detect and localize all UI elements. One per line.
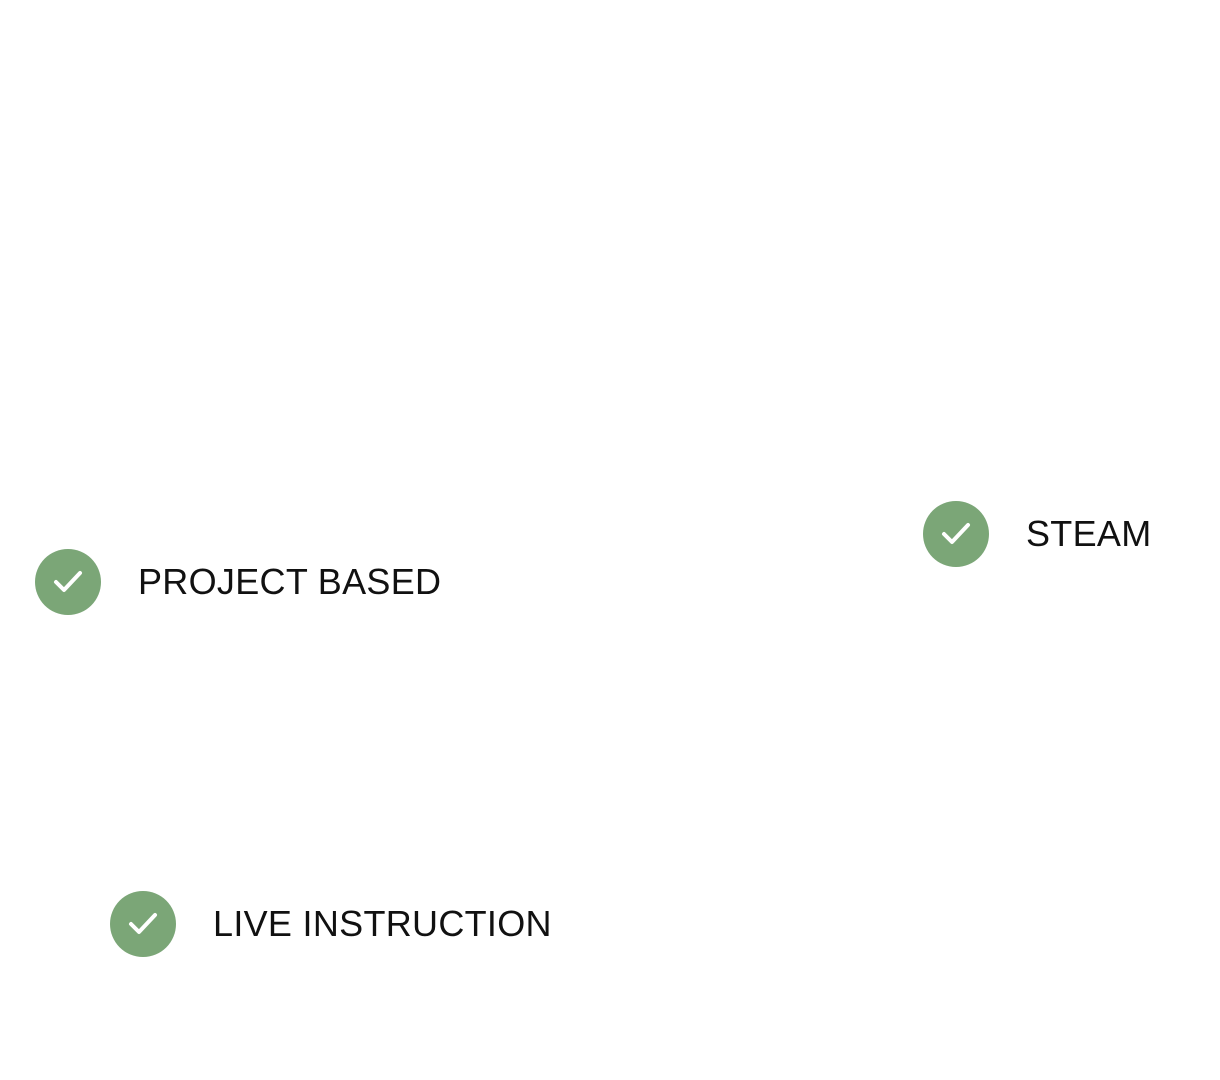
feature-item-steam: STEAM — [923, 501, 1152, 567]
check-circle-icon — [35, 549, 101, 615]
feature-label: LIVE INSTRUCTION — [213, 903, 552, 944]
check-circle-icon — [923, 501, 989, 567]
feature-label: STEAM — [1026, 513, 1152, 554]
feature-item-project-based: PROJECT BASED — [35, 549, 441, 615]
feature-item-live-instruction: LIVE INSTRUCTION — [110, 891, 552, 957]
check-circle-icon — [110, 891, 176, 957]
feature-label: PROJECT BASED — [138, 561, 442, 602]
